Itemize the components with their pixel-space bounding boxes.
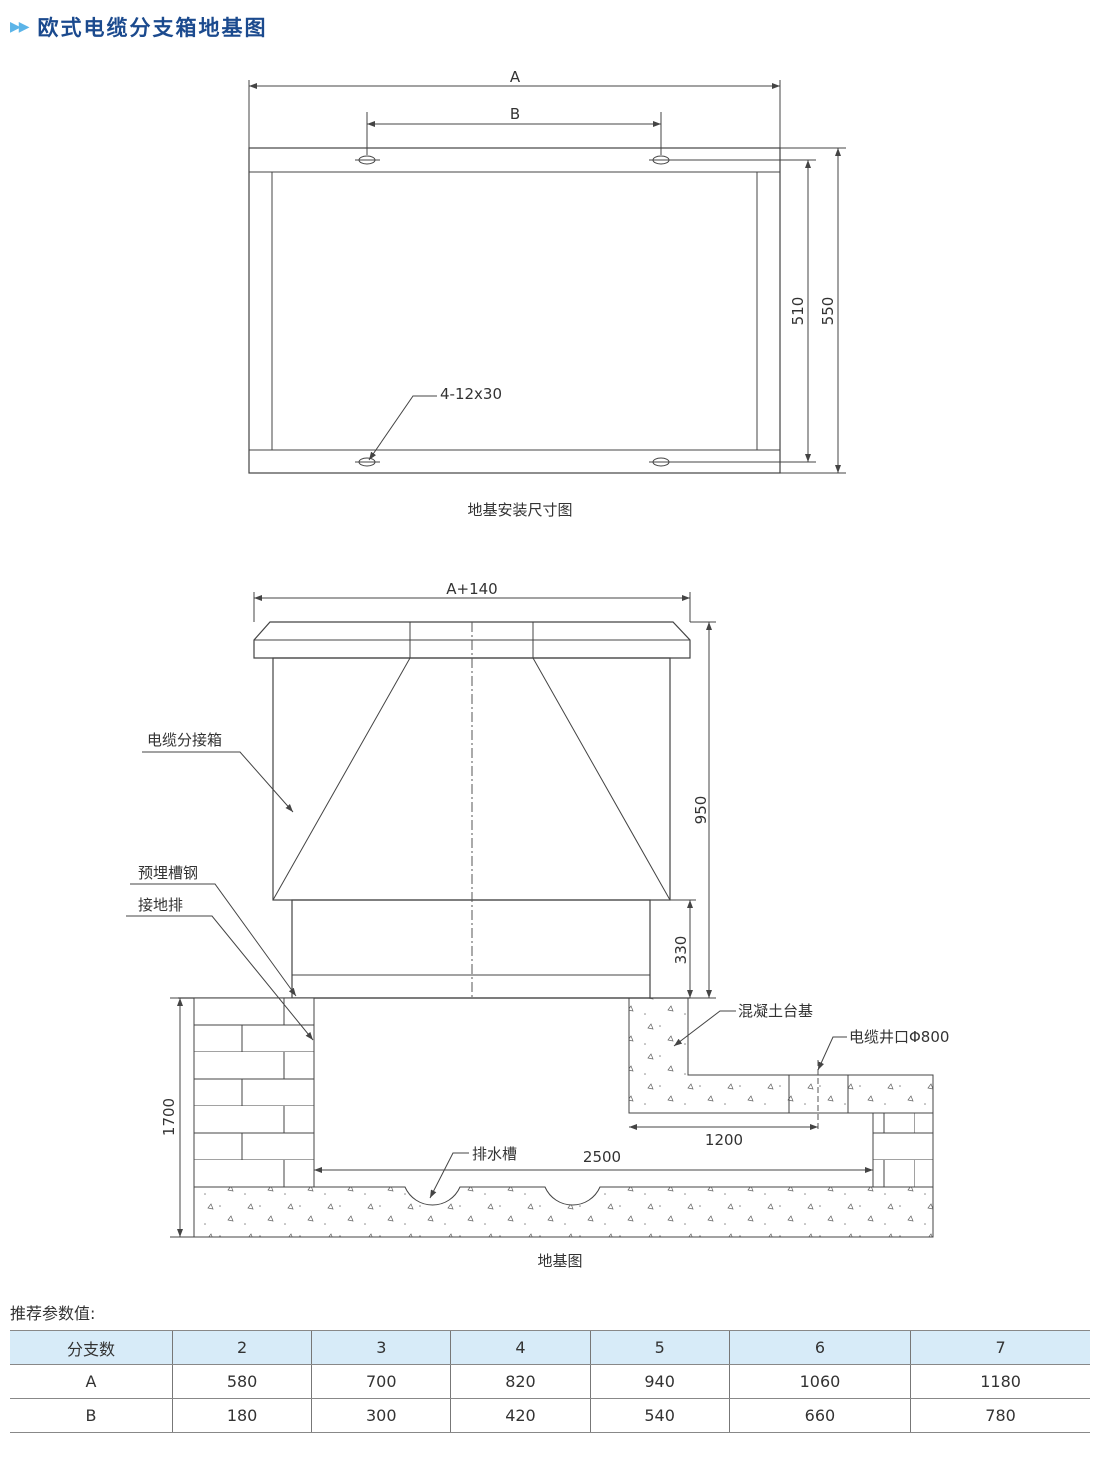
table-cell: 180 xyxy=(171,1398,312,1433)
params-label: 推荐参数值: xyxy=(10,1304,96,1323)
foundation-section-view: A+140 950 330 1700 1200 2500 电缆分接箱 预埋槽钢 … xyxy=(126,580,949,1270)
hole-label: 4-12x30 xyxy=(440,385,502,403)
table-cell: 780 xyxy=(910,1398,1090,1433)
bottom-caption: 地基图 xyxy=(537,1252,582,1270)
header-cell: 4 xyxy=(450,1330,591,1365)
dim-b: B xyxy=(510,105,520,123)
dim-width: A+140 xyxy=(446,580,497,598)
label-box: 电缆分接箱 xyxy=(147,731,222,749)
dim-950: 950 xyxy=(692,796,710,825)
top-caption: 地基安装尺寸图 xyxy=(467,501,572,519)
table-cell: 300 xyxy=(311,1398,451,1433)
top-plan-view: A B 510 550 4-12x30 地基安装尺寸图 xyxy=(248,68,846,519)
table-cell: 1060 xyxy=(728,1364,911,1399)
table-cell: 820 xyxy=(450,1364,591,1399)
dim-550: 550 xyxy=(819,297,837,326)
table-cell: 700 xyxy=(311,1364,451,1399)
table-cell: 940 xyxy=(589,1364,730,1399)
label-cable-well: 电缆井口Φ800 xyxy=(849,1028,949,1046)
label-channel-steel: 预埋槽钢 xyxy=(138,864,198,882)
params-table: 分支数 2 3 4 5 6 7 A 580 700 820 940 1060 1… xyxy=(10,1330,1090,1433)
title-text: 欧式电缆分支箱地基图 xyxy=(37,16,268,40)
table-row: B 180 300 420 540 660 780 xyxy=(10,1398,1090,1433)
dim-330: 330 xyxy=(672,936,690,965)
header-cell: 2 xyxy=(171,1330,312,1365)
table-cell: 420 xyxy=(450,1398,591,1433)
foundation-drawings: A B 510 550 4-12x30 地基安装尺寸图 A+140 950 33… xyxy=(126,68,949,1270)
table-cell: 540 xyxy=(589,1398,730,1433)
header-cell: 分支数 xyxy=(10,1330,173,1365)
header-cell: 6 xyxy=(728,1330,911,1365)
label-drain: 排水槽 xyxy=(472,1145,517,1163)
table-cell: B xyxy=(10,1398,173,1433)
table-cell: 1180 xyxy=(910,1364,1090,1399)
header-cell: 5 xyxy=(589,1330,730,1365)
double-arrow-icon: ▶▶ xyxy=(10,19,29,35)
label-concrete: 混凝土台基 xyxy=(738,1002,813,1020)
dim-a: A xyxy=(510,68,521,86)
page-title: ▶▶ 欧式电缆分支箱地基图 xyxy=(10,12,268,42)
table-header-row: 分支数 2 3 4 5 6 7 xyxy=(10,1330,1090,1365)
table-cell: 660 xyxy=(728,1398,911,1433)
label-ground-bar: 接地排 xyxy=(138,896,183,914)
header-cell: 3 xyxy=(311,1330,451,1365)
header-cell: 7 xyxy=(910,1330,1090,1365)
table-cell: A xyxy=(10,1364,173,1399)
table-row: A 580 700 820 940 1060 1180 xyxy=(10,1364,1090,1399)
dim-1700: 1700 xyxy=(160,1098,178,1136)
dim-2500: 2500 xyxy=(583,1148,621,1166)
dim-510: 510 xyxy=(789,297,807,326)
dim-1200: 1200 xyxy=(705,1131,743,1149)
table-cell: 580 xyxy=(171,1364,312,1399)
